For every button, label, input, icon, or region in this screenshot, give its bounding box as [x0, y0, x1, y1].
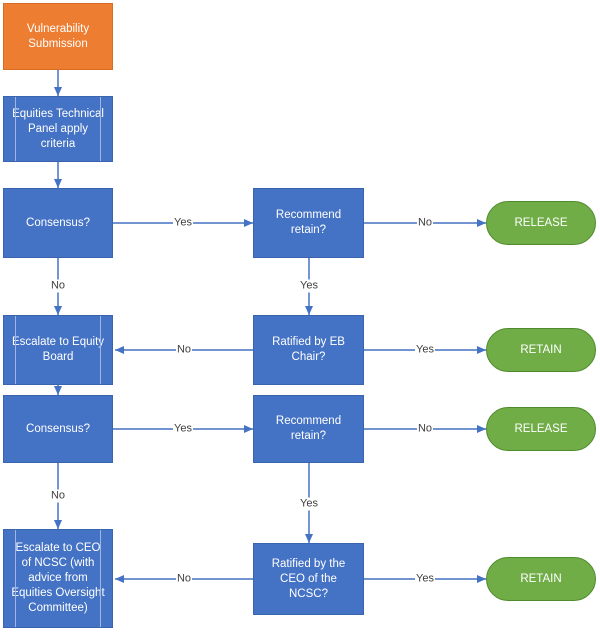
label-recommend-1-no: No	[416, 216, 434, 230]
label-ratified-eb-yes: Yes	[415, 343, 435, 357]
ratified-eb-chair-node: Ratified by EB Chair?	[253, 315, 364, 385]
label-recommend-2-yes: Yes	[299, 497, 319, 511]
label-consensus-2-no: No	[49, 489, 67, 503]
recommend-retain-1-node: Recommend retain?	[253, 188, 364, 258]
escalate-equity-board-node: Escalate to Equity Board	[3, 315, 113, 385]
ratified-ceo-node: Ratified by the CEO of the NCSC?	[253, 543, 364, 615]
escalate-ceo-node: Escalate to CEO of NCSC (with advice fro…	[3, 529, 113, 628]
label-ratified-ceo-no: No	[175, 572, 193, 586]
technical-panel-node: Equities Technical Panel apply criteria	[3, 96, 113, 162]
retain-2-terminal: RETAIN	[486, 557, 596, 601]
vulnerability-submission-node: Vulnerability Submission	[3, 3, 113, 70]
release-2-terminal: RELEASE	[486, 407, 596, 451]
label-consensus-1-no: No	[49, 279, 67, 293]
consensus-2-node: Consensus?	[3, 395, 113, 463]
label-recommend-1-yes: Yes	[299, 279, 319, 293]
release-1-terminal: RELEASE	[486, 201, 596, 245]
retain-1-terminal: RETAIN	[486, 328, 596, 372]
consensus-1-node: Consensus?	[3, 188, 113, 258]
label-ratified-eb-no: No	[175, 343, 193, 357]
recommend-retain-2-node: Recommend retain?	[253, 395, 364, 463]
label-recommend-2-no: No	[416, 422, 434, 436]
label-consensus-2-yes: Yes	[173, 422, 193, 436]
label-ratified-ceo-yes: Yes	[415, 572, 435, 586]
label-consensus-1-yes: Yes	[173, 216, 193, 230]
